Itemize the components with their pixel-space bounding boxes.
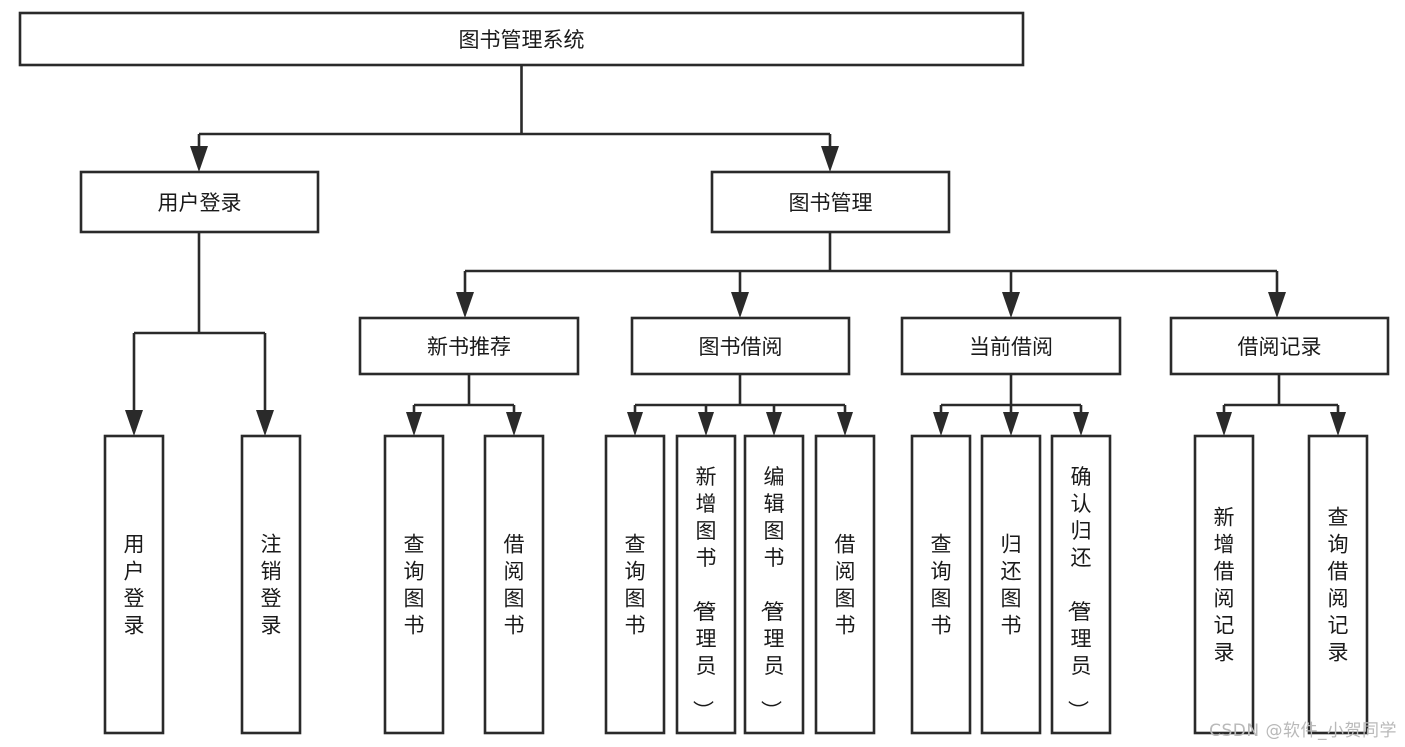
- leaf-borrow-book-2-box[interactable]: [814, 434, 876, 735]
- node-book-manage-box[interactable]: [710, 170, 951, 234]
- arrow-head-new-book-rec: [456, 292, 474, 318]
- leaf-node-edit-book[interactable]: 编辑图书（管理员）: [743, 434, 805, 735]
- node-new-book-rec[interactable]: 新书推荐: [358, 316, 580, 376]
- leaf-add-book-box[interactable]: [675, 434, 737, 735]
- leaf-edit-book-box[interactable]: [743, 434, 805, 735]
- node-user-login-box[interactable]: [79, 170, 320, 234]
- leaf-confirm-return-box[interactable]: [1050, 434, 1112, 735]
- leaf-borrow-book-2-label: 借阅图书: [835, 533, 856, 638]
- node-user-login-label: 用户登录: [158, 191, 242, 215]
- node-root-box[interactable]: [18, 11, 1025, 67]
- leaf-query-book-2-label: 查询图书: [625, 533, 646, 638]
- leaf-node-query-record[interactable]: 查询借阅记录: [1307, 434, 1369, 735]
- arrow-head-leaf-query-book-3: [933, 412, 949, 436]
- leaf-edit-book-label: 编辑图书（管理员）: [759, 465, 785, 721]
- node-book-manage-label: 图书管理: [789, 191, 873, 215]
- leaf-node-confirm-return[interactable]: 确认归还（管理员）: [1050, 434, 1112, 735]
- arrow-head-leaf-add-record: [1216, 412, 1232, 436]
- arrow-head-leaf-borrow-book-2: [837, 412, 853, 436]
- node-root[interactable]: 图书管理系统: [18, 11, 1025, 67]
- connector-group-book-borrow: [627, 374, 853, 436]
- leaf-node-return-book[interactable]: 归还图书: [980, 434, 1042, 735]
- arrow-head-borrow-record: [1268, 292, 1286, 318]
- node-user-login[interactable]: 用户登录: [79, 170, 320, 234]
- leaf-node-user-login[interactable]: 用户登录: [103, 434, 165, 735]
- leaf-node-query-book-1[interactable]: 查询图书: [383, 434, 445, 735]
- arrow-head-leaf-confirm-return: [1073, 412, 1089, 436]
- leaf-query-book-1-box[interactable]: [383, 434, 445, 735]
- arrow-head-leaf-add-book: [698, 412, 714, 436]
- node-borrow-record-label: 借阅记录: [1238, 335, 1322, 359]
- leaf-node-query-book-3[interactable]: 查询图书: [910, 434, 972, 735]
- leaf-borrow-book-1-box[interactable]: [483, 434, 545, 735]
- leaf-node-add-book[interactable]: 新增图书（管理员）: [675, 434, 737, 735]
- node-root-label: 图书管理系统: [459, 28, 585, 52]
- node-book-manage[interactable]: 图书管理: [710, 170, 951, 234]
- connector-group-new-book-rec: [406, 374, 522, 436]
- leaf-add-record-label: 新增借阅记录: [1214, 506, 1235, 665]
- node-borrow-record-box[interactable]: [1169, 316, 1390, 376]
- arrow-head-leaf-edit-book: [766, 412, 782, 436]
- leaf-query-record-box[interactable]: [1307, 434, 1369, 735]
- arrow-head-leaf-return-book: [1003, 412, 1019, 436]
- node-book-borrow[interactable]: 图书借阅: [630, 316, 851, 376]
- arrow-head-leaf-borrow-book-1: [506, 412, 522, 436]
- leaf-borrow-book-1-label: 借阅图书: [504, 533, 525, 638]
- node-book-borrow-box[interactable]: [630, 316, 851, 376]
- leaf-query-record-label: 查询借阅记录: [1328, 506, 1349, 665]
- connector-group-current-borrow: [933, 374, 1089, 436]
- arrow-head-user-login: [190, 146, 208, 172]
- arrow-head-leaf-user-login: [125, 410, 143, 436]
- leaf-node-query-book-2[interactable]: 查询图书: [604, 434, 666, 735]
- leaf-return-book-label: 归还图书: [1001, 533, 1022, 638]
- connector-group-root: [190, 65, 839, 172]
- leaf-node-logout[interactable]: 注销登录: [240, 434, 302, 735]
- node-current-borrow-label: 当前借阅: [969, 335, 1053, 359]
- arrow-head-current-borrow: [1002, 292, 1020, 318]
- leaf-logout-box[interactable]: [240, 434, 302, 735]
- arrow-head-book-borrow: [731, 292, 749, 318]
- leaf-query-book-2-box[interactable]: [604, 434, 666, 735]
- leaf-node-borrow-book-2[interactable]: 借阅图书: [814, 434, 876, 735]
- arrow-head-leaf-logout: [256, 410, 274, 436]
- node-borrow-record[interactable]: 借阅记录: [1169, 316, 1390, 376]
- node-book-borrow-label: 图书借阅: [699, 335, 783, 359]
- node-new-book-rec-box[interactable]: [358, 316, 580, 376]
- node-current-borrow-box[interactable]: [900, 316, 1122, 376]
- arrow-head-leaf-query-book-2: [627, 412, 643, 436]
- leaf-add-book-label: 新增图书（管理员）: [691, 465, 717, 721]
- leaf-logout-label: 注销登录: [261, 533, 282, 638]
- leaf-return-book-box[interactable]: [980, 434, 1042, 735]
- leaf-user-login-box[interactable]: [103, 434, 165, 735]
- leaf-add-record-box[interactable]: [1193, 434, 1255, 735]
- leaf-node-add-record[interactable]: 新增借阅记录: [1193, 434, 1255, 735]
- node-new-book-rec-label: 新书推荐: [427, 335, 511, 359]
- arrow-head-leaf-query-book-1: [406, 412, 422, 436]
- leaf-confirm-return-label: 确认归还（管理员）: [1066, 465, 1092, 721]
- leaf-query-book-3-box[interactable]: [910, 434, 972, 735]
- leaf-query-book-1-label: 查询图书: [404, 533, 425, 638]
- leaf-node-borrow-book-1[interactable]: 借阅图书: [483, 434, 545, 735]
- arrow-head-leaf-query-record: [1330, 412, 1346, 436]
- connector-group-borrow-record: [1216, 374, 1346, 436]
- node-current-borrow[interactable]: 当前借阅: [900, 316, 1122, 376]
- connector-group-user-login: [125, 232, 274, 436]
- arrow-head-book-manage: [821, 146, 839, 172]
- leaf-query-book-3-label: 查询图书: [931, 533, 952, 638]
- connector-group-book-manage: [456, 232, 1286, 318]
- leaf-user-login-label: 用户登录: [124, 533, 145, 638]
